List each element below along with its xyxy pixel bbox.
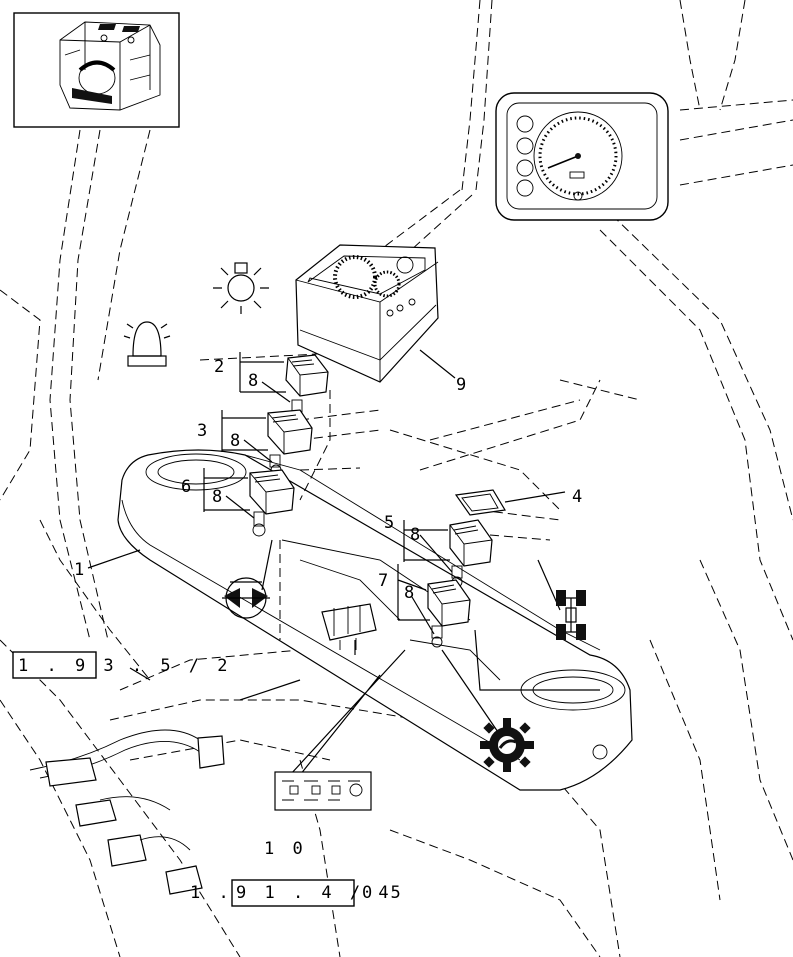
callout-6: 6 xyxy=(181,477,191,497)
callout-8: 8 xyxy=(404,583,414,603)
switch-decal-part-10 xyxy=(274,771,372,811)
callout-2: 2 xyxy=(214,357,224,377)
callout-9: 9 xyxy=(456,375,466,395)
transmission-gear-icon xyxy=(480,718,534,772)
callout-8: 8 xyxy=(212,487,222,507)
callout-labels: 1 2 3 4 5 6 7 8 8 8 8 8 9 1 0 xyxy=(74,357,582,859)
callout-7: 7 xyxy=(378,571,388,591)
wiring-harness xyxy=(29,729,225,895)
switch-part-3 xyxy=(267,409,313,476)
switch-part-5 xyxy=(449,519,493,588)
reference-box-1-93-5-2[interactable]: 1 . 9 3 . 5 / 2 xyxy=(12,651,232,679)
switch-part-7 xyxy=(427,579,471,648)
work-light-icon xyxy=(213,262,269,314)
switch-part-6 xyxy=(249,469,295,537)
console-housing xyxy=(117,379,633,791)
instrument-cluster-detail xyxy=(495,92,669,221)
callout-8: 8 xyxy=(248,371,258,391)
cab-thumbnail xyxy=(13,12,180,128)
reference-box-1-91-4-4[interactable]: 1 . 9 1 . 4 / 4 0 5 xyxy=(190,879,405,907)
reference-label: 9 1 . 4 / 4 xyxy=(236,883,393,903)
instrument-cluster xyxy=(295,244,439,383)
pto-clutch-icon xyxy=(222,577,270,619)
tractor-cab-icon xyxy=(59,21,161,111)
callout-4: 4 xyxy=(572,487,582,507)
leader-lines xyxy=(87,349,600,776)
switch-part-2 xyxy=(285,354,329,422)
reference-label: 1 . 9 3 . 5 / 2 xyxy=(18,656,232,676)
reference-suffix: 0 5 xyxy=(362,883,405,903)
callout-5: 5 xyxy=(384,513,394,533)
connector-block xyxy=(321,603,377,650)
callout-3: 3 xyxy=(197,421,207,441)
rotating-beacon-icon xyxy=(123,321,171,367)
callout-10: 1 0 xyxy=(264,839,307,859)
four-wheel-drive-icon xyxy=(556,590,586,640)
callout-8: 8 xyxy=(230,431,240,451)
callout-1: 1 xyxy=(74,560,84,580)
label-plate-part-4 xyxy=(454,489,506,516)
reference-prefix: 1 . xyxy=(190,883,233,903)
callout-8: 8 xyxy=(410,525,420,545)
